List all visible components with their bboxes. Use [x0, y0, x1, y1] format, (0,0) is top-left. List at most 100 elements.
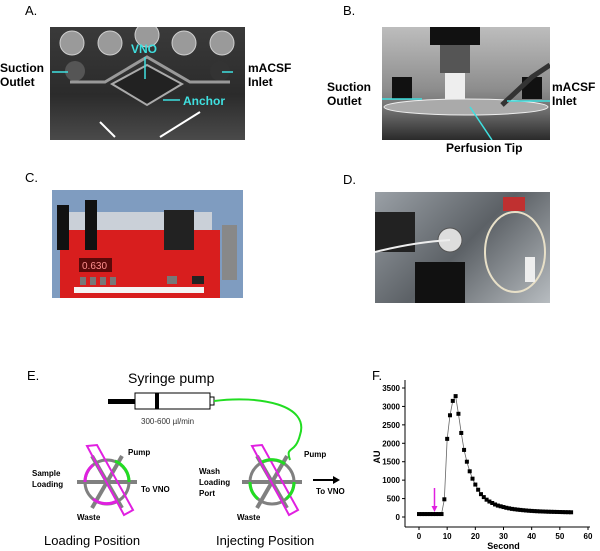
data-point — [498, 504, 503, 509]
data-point — [507, 506, 512, 511]
injecting-to-vno-label: To VNO — [316, 487, 345, 496]
panel-c-label: C. — [25, 170, 38, 185]
y-tick-label: 1500 — [382, 458, 400, 467]
x-tick-label: 10 — [443, 532, 452, 541]
data-point — [535, 509, 540, 514]
data-point — [501, 505, 506, 510]
vno-label: VNO — [131, 42, 158, 56]
y-tick-label: 3000 — [382, 402, 400, 411]
x-tick-label: 20 — [471, 532, 480, 541]
data-point — [515, 507, 520, 512]
injecting-position-caption: Injecting Position — [216, 533, 315, 548]
syringe-pump-title: Syringe pump — [128, 370, 215, 386]
valve-photo-drawing — [375, 197, 546, 303]
data-point — [493, 502, 498, 507]
panel-d-label: D. — [343, 172, 356, 187]
data-point — [555, 509, 560, 514]
y-tick-label: 2000 — [382, 439, 400, 448]
data-point — [509, 506, 514, 511]
series-line — [419, 394, 572, 515]
injection-valve-photo — [375, 192, 550, 303]
pump-display-readout: 0.630 — [82, 261, 107, 272]
data-point — [478, 492, 483, 497]
chamber-drawing — [52, 27, 235, 138]
data-point — [433, 512, 438, 517]
data-point — [524, 508, 529, 513]
x-tick-label: 40 — [527, 532, 536, 541]
y-tick-label: 1000 — [382, 476, 400, 485]
syringe-pump-photo: 0.630 — [52, 190, 243, 298]
data-point — [476, 487, 481, 492]
data-point — [445, 436, 450, 441]
data-point — [419, 512, 424, 517]
data-point — [529, 508, 534, 513]
data-point — [436, 512, 441, 517]
pump-tubing — [213, 398, 303, 461]
data-point — [462, 447, 467, 452]
data-point — [532, 509, 537, 514]
data-point — [540, 509, 545, 514]
data-point — [557, 510, 562, 515]
x-tick-label: 50 — [555, 532, 564, 541]
loading-pump-label: Pump — [128, 448, 151, 457]
data-point — [543, 509, 548, 514]
data-point — [450, 398, 455, 403]
y-tick-label: 500 — [387, 495, 401, 504]
data-point — [442, 497, 447, 502]
flow-rate-label: 300-600 µl/min — [141, 417, 195, 426]
data-point — [456, 411, 461, 416]
data-point — [563, 510, 568, 515]
data-point — [518, 507, 523, 512]
syringe-icon — [108, 392, 215, 410]
data-point — [439, 512, 444, 517]
data-point — [549, 509, 554, 514]
data-point — [538, 509, 543, 514]
data-point — [459, 430, 464, 435]
data-point — [512, 507, 517, 512]
data-point — [566, 510, 571, 515]
valve-diagram — [77, 392, 340, 517]
y-tick-label: 2500 — [382, 421, 400, 430]
data-point — [417, 512, 421, 517]
loading-to-vno-label: To VNO — [141, 485, 170, 494]
pump-drawing: 0.630 — [52, 190, 243, 298]
y-tick-label: 3500 — [382, 384, 400, 393]
data-point — [546, 509, 551, 514]
data-point — [560, 510, 565, 515]
panel-f-label: F. — [372, 368, 383, 383]
stimulus-arrow-head-icon — [431, 506, 438, 512]
data-point — [447, 413, 452, 418]
injecting-waste-label: Waste — [237, 513, 261, 522]
panel-e-label: E. — [27, 368, 40, 383]
data-point — [422, 512, 427, 517]
data-point — [490, 500, 495, 505]
data-point — [481, 495, 486, 500]
data-point — [425, 512, 430, 517]
data-point — [526, 508, 531, 513]
panel-a-label: A. — [25, 3, 38, 18]
injecting-pump-label: Pump — [304, 450, 327, 459]
to-vno-arrow-icon — [313, 476, 340, 484]
data-point — [495, 503, 500, 508]
anchor-label: Anchor — [183, 94, 225, 108]
x-tick-label: 30 — [499, 532, 508, 541]
data-point — [431, 512, 436, 517]
x-tick-label: 60 — [584, 532, 593, 541]
data-point — [467, 469, 472, 474]
injecting-valve — [242, 443, 302, 517]
loading-waste-label: Waste — [77, 513, 101, 522]
x-tick-label: 0 — [417, 532, 422, 541]
data-point — [569, 510, 574, 515]
data-point — [552, 509, 557, 514]
data-point — [487, 499, 492, 504]
data-point — [470, 476, 475, 481]
data-point — [453, 394, 458, 399]
data-point — [521, 508, 526, 513]
